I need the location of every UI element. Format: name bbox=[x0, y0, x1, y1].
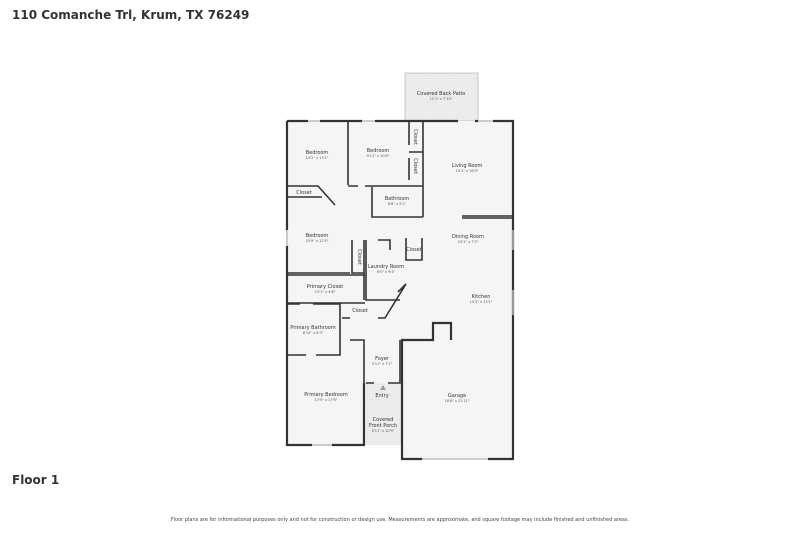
disclaimer: Floor plans are for informational purpos… bbox=[170, 517, 630, 523]
closet-label: Closet bbox=[296, 190, 312, 196]
svg-text:5'11" x 10'9": 5'11" x 10'9" bbox=[372, 429, 395, 433]
svg-text:9'11" x 10'8": 9'11" x 10'8" bbox=[367, 154, 390, 158]
svg-text:Covered: Covered bbox=[373, 417, 394, 423]
svg-text:13'1" x 4'8": 13'1" x 4'8" bbox=[315, 290, 336, 294]
closet-label: Closet bbox=[352, 308, 368, 314]
page-title: 110 Comanche Trl, Krum, TX 76249 bbox=[12, 8, 250, 22]
svg-text:Front Porch: Front Porch bbox=[369, 423, 397, 429]
closet-label: Closet bbox=[406, 247, 422, 253]
svg-text:10'9" x 12'5": 10'9" x 12'5" bbox=[306, 239, 329, 243]
svg-text:Dining Room: Dining Room bbox=[452, 234, 484, 240]
room-covered-front-porch: Covered Front Porch 5'11" x 10'9" bbox=[369, 417, 397, 433]
svg-text:Garage: Garage bbox=[448, 393, 466, 399]
svg-text:Bedroom: Bedroom bbox=[367, 148, 390, 154]
svg-text:18'8" x 22'11": 18'8" x 22'11" bbox=[444, 399, 469, 403]
svg-text:8'10" x 8'3": 8'10" x 8'3" bbox=[303, 331, 324, 335]
closet-label: Closet bbox=[412, 129, 418, 145]
svg-text:12'1" x 7'10": 12'1" x 7'10" bbox=[430, 97, 453, 101]
svg-text:Laundry Room: Laundry Room bbox=[368, 264, 404, 270]
svg-text:Covered Back Patio: Covered Back Patio bbox=[417, 91, 465, 97]
svg-text:15'1" x 16'3": 15'1" x 16'3" bbox=[456, 169, 479, 173]
svg-text:Bedroom: Bedroom bbox=[306, 233, 329, 239]
closet-label: Closet bbox=[412, 158, 418, 174]
svg-text:10'2" x 13'1": 10'2" x 13'1" bbox=[306, 156, 329, 160]
window bbox=[286, 120, 514, 460]
white-notch bbox=[402, 322, 513, 340]
entry-label: Entry bbox=[375, 393, 388, 399]
floor-label: Floor 1 bbox=[12, 473, 60, 487]
svg-text:6'5" x 9'4": 6'5" x 9'4" bbox=[377, 270, 396, 274]
svg-text:10'3" x 13'1": 10'3" x 13'1" bbox=[470, 300, 493, 304]
svg-text:13'0" x 17'6": 13'0" x 17'6" bbox=[315, 398, 338, 402]
svg-text:15'1" x 7'2": 15'1" x 7'2" bbox=[458, 240, 479, 244]
svg-text:Primary Bathroom: Primary Bathroom bbox=[290, 325, 336, 331]
svg-text:5'11" x 7'1": 5'11" x 7'1" bbox=[372, 362, 393, 366]
entry-arrow-icon bbox=[380, 385, 386, 390]
svg-text:Primary Bedroom: Primary Bedroom bbox=[304, 392, 348, 398]
closet-label: Closet bbox=[356, 249, 362, 265]
porch-area bbox=[366, 383, 401, 445]
svg-text:Bedroom: Bedroom bbox=[306, 150, 329, 156]
svg-text:Bathroom: Bathroom bbox=[385, 196, 410, 202]
svg-text:Foyer: Foyer bbox=[375, 356, 390, 362]
svg-text:Kitchen: Kitchen bbox=[472, 294, 491, 300]
garage-floor bbox=[402, 340, 513, 459]
patio-area bbox=[404, 72, 479, 122]
svg-text:Living Room: Living Room bbox=[452, 163, 483, 169]
svg-text:Primary Closet: Primary Closet bbox=[307, 284, 344, 290]
svg-text:8'6" x 5'2": 8'6" x 5'2" bbox=[388, 202, 407, 206]
interior-wall bbox=[287, 121, 513, 445]
